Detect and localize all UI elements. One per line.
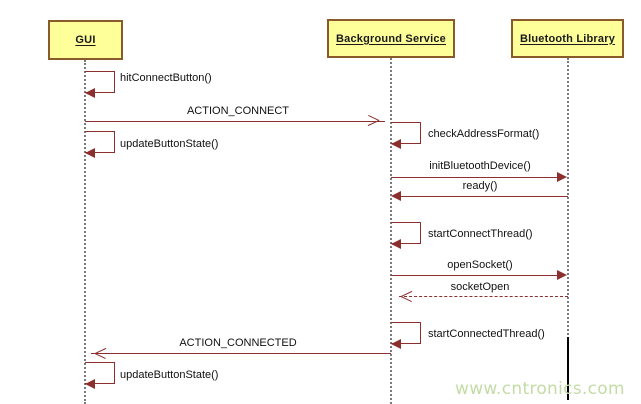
message-self-loop-hit-connect-button[interactable]: [85, 71, 115, 93]
lifeline-bluetooth-active: [567, 337, 569, 400]
message-label-action-connect: ACTION_CONNECT: [186, 105, 290, 117]
lifeline-service: [390, 58, 392, 404]
message-label-socket-open: socketOpen: [450, 281, 510, 293]
message-line-action-connected[interactable]: [91, 353, 391, 354]
message-self-loop-update-button-state-lower[interactable]: [85, 362, 115, 384]
message-line-init-bluetooth-device[interactable]: [391, 177, 558, 178]
message-self-loop-check-address-format[interactable]: [391, 122, 421, 144]
arrowhead-action-connected: [83, 347, 107, 359]
participant-box-background-service[interactable]: Background Service: [327, 19, 455, 58]
message-label-update-button-state-upper: updateButtonState(): [120, 138, 219, 150]
message-self-loop-update-button-state-upper[interactable]: [85, 131, 115, 153]
message-label-ready: ready(): [462, 180, 498, 192]
arrowhead-start-connected-thread: [391, 339, 401, 349]
arrowhead-update-button-state-upper: [85, 148, 95, 158]
message-label-update-button-state-lower: updateButtonState(): [120, 369, 219, 381]
arrowhead-ready: [391, 191, 401, 201]
message-label-check-address-format: checkAddressFormat(): [428, 128, 540, 140]
message-label-hit-connect-button: hitConnectButton(): [120, 72, 212, 84]
message-label-start-connected-thread: startConnectedThread(): [428, 328, 545, 340]
arrowhead-start-connect-thread: [391, 239, 401, 249]
arrowhead-open-socket: [557, 270, 567, 280]
message-label-start-connect-thread: startConnectThread(): [428, 228, 533, 240]
arrowhead-check-address-format: [391, 139, 401, 149]
lifeline-bluetooth: [567, 58, 569, 339]
message-label-open-socket: openSocket(): [447, 259, 513, 271]
message-self-loop-start-connect-thread[interactable]: [391, 222, 421, 244]
arrowhead-action-connect: [367, 115, 390, 127]
message-line-ready[interactable]: [401, 196, 568, 197]
message-line-action-connect[interactable]: [85, 121, 385, 122]
message-self-loop-start-connected-thread[interactable]: [391, 322, 421, 344]
message-line-socket-open[interactable]: [399, 296, 568, 297]
participant-label-background-service: Background Service: [336, 32, 446, 45]
participant-label-gui: GUI: [75, 34, 96, 46]
arrowhead-update-button-state-lower: [85, 379, 95, 389]
participant-box-gui[interactable]: GUI: [48, 20, 123, 60]
watermark-text: www.cntronics.com: [455, 379, 625, 399]
arrowhead-init-bluetooth-device: [557, 172, 567, 182]
message-label-action-connected: ACTION_CONNECTED: [179, 337, 297, 349]
arrowhead-hit-connect-button: [85, 88, 95, 98]
participant-box-bluetooth-library[interactable]: Bluetooth Library: [511, 19, 624, 58]
message-label-init-bluetooth-device: initBluetoothDevice(): [429, 160, 531, 172]
message-line-open-socket[interactable]: [391, 275, 558, 276]
lifeline-gui: [84, 60, 86, 404]
arrowhead-socket-open: [389, 290, 413, 302]
participant-label-bluetooth-library: Bluetooth Library: [519, 32, 616, 45]
